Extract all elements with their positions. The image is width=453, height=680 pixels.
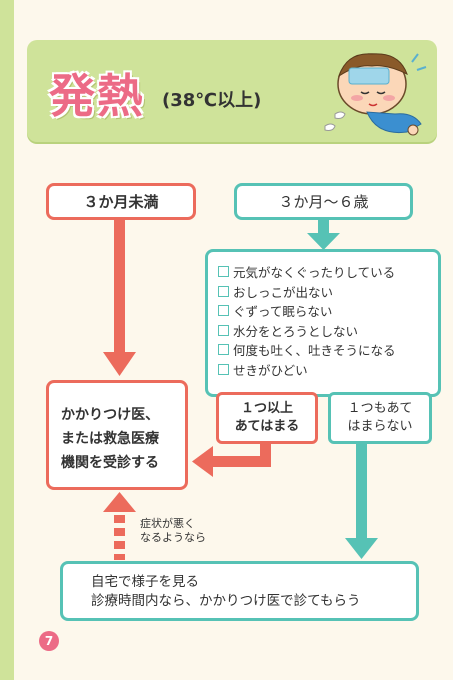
header-panel: 発熱 (38℃以上) [27,40,437,142]
checkbox-icon [218,344,229,356]
arrow-3to6-to-checklist [318,220,329,236]
page-number: 7 [39,631,59,651]
age-under-3m-box: ３か月未満 [46,183,196,220]
age-3m-to-6y-box: ３か月〜６歳 [234,183,413,220]
arrow-home-to-clinic-dashed [103,492,136,560]
checklist-item: 元気がなくぐったりしている [218,262,430,282]
checklist-item: おしっこが出ない [218,282,430,302]
checkbox-icon [218,285,229,297]
checkbox-icon [218,305,229,317]
none-applies-box: １つもあて はまらない [328,392,432,444]
worsening-note: 症状が悪く なるようなら [140,517,206,544]
home-care-box: 自宅で様子を見る 診療時間内なら、かかりつけ医で診てもらう [60,561,419,621]
arrow-onemore-to-clinic [260,444,271,467]
page-subtitle: (38℃以上) [162,90,262,111]
checkbox-icon [218,363,229,375]
checkbox-icon [218,324,229,336]
sick-child-illustration [324,53,427,136]
checklist-item: せきがひどい [218,360,430,380]
checklist-item: 何度も吐く、吐きそうになる [218,340,430,360]
arrow-none-to-home [356,444,367,540]
checkbox-icon [218,266,229,278]
arrow-under3-to-clinic [114,220,125,355]
clinic-visit-box: かかりつけ医、 または救急医療 機関を受診する [46,380,188,490]
side-bar [0,0,14,680]
checklist-item: ぐずって眠らない [218,301,430,321]
one-or-more-applies-box: １つ以上 あてはまる [216,392,318,444]
symptom-checklist: 元気がなくぐったりしている おしっこが出ない ぐずって眠らない 水分をとろうとし… [205,249,441,397]
page-title: 発熱 [49,69,145,123]
checklist-item: 水分をとろうとしない [218,321,430,341]
